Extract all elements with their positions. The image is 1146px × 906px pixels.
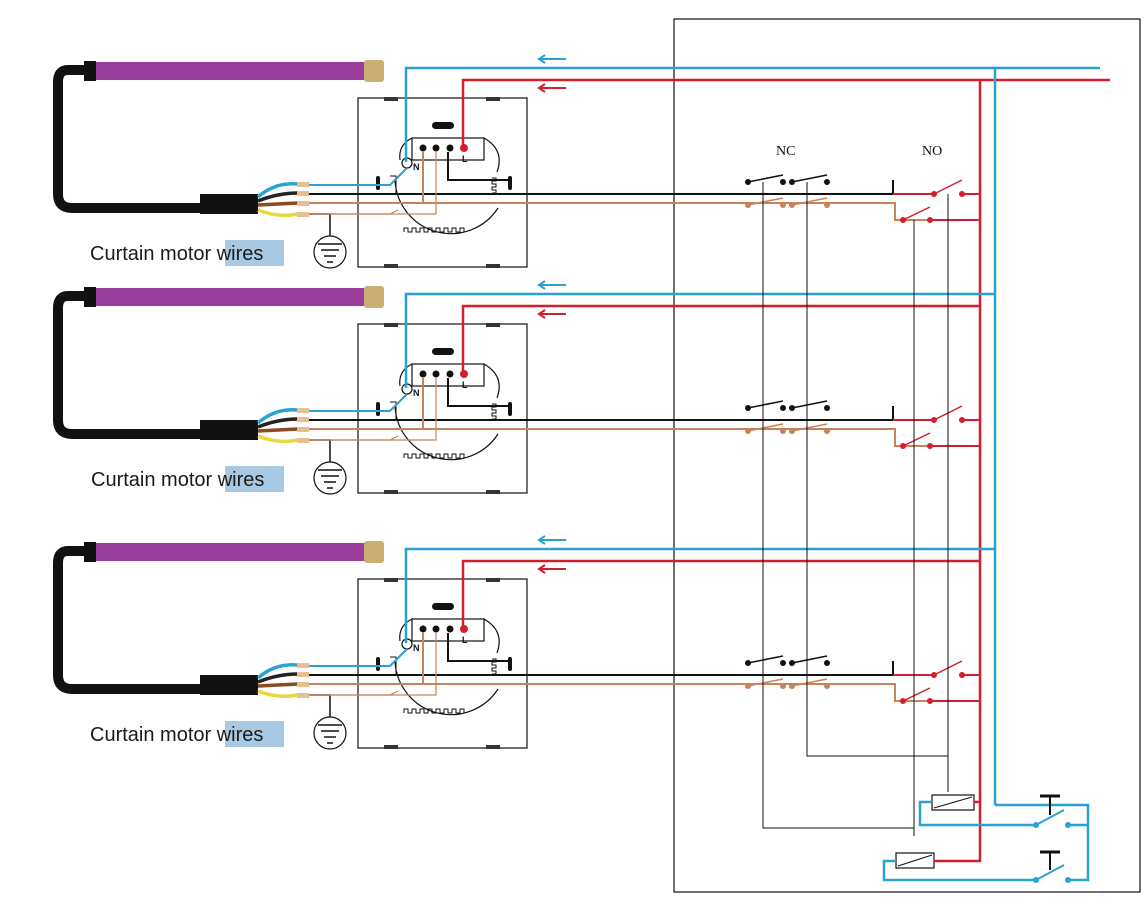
terminal-n-1: N — [413, 162, 420, 172]
svg-text:Curtain motor wires: Curtain motor wires — [90, 724, 263, 746]
terminal-n-3: N — [413, 643, 420, 653]
motor-label-2: Curtain motor wires — [91, 466, 284, 492]
push-button-up — [1033, 794, 1071, 828]
terminal-labels: N L N L N L — [413, 154, 468, 653]
terminal-l-3: L — [462, 635, 468, 645]
push-button-down — [1033, 850, 1071, 883]
curtain-unit-2 — [58, 281, 995, 494]
terminal-l-1: L — [462, 154, 468, 164]
motor-label-1: Curtain motor wires — [90, 240, 284, 266]
no-label: NO — [922, 144, 942, 159]
curtain-unit-1 — [58, 55, 995, 268]
curtain-unit-3 — [58, 536, 995, 749]
svg-text:Curtain motor wires: Curtain motor wires — [91, 469, 264, 491]
svg-text:Curtain motor wires: Curtain motor wires — [90, 243, 263, 265]
motor-label-3: Curtain motor wires — [90, 721, 284, 747]
terminal-l-2: L — [462, 380, 468, 390]
terminal-n-2: N — [413, 388, 420, 398]
control-panel-box — [673, 18, 1141, 893]
nc-label: NC — [776, 144, 795, 159]
